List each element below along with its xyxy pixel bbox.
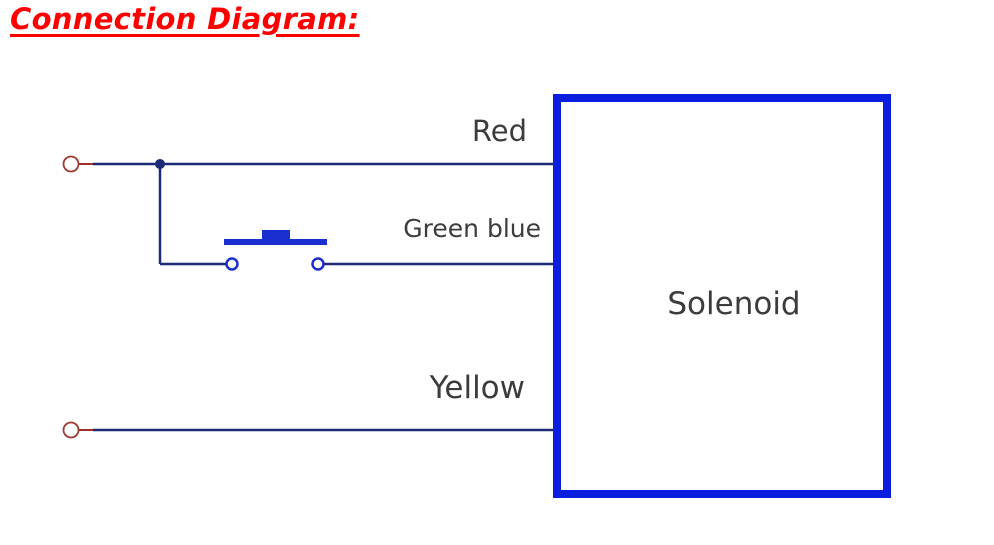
switch-bar <box>224 239 327 245</box>
switch-knob <box>262 230 290 241</box>
diagram-heading: Connection Diagram: <box>10 2 360 36</box>
yellow-input-terminal <box>62 421 80 439</box>
red-input-terminal <box>62 155 80 173</box>
solenoid-box <box>553 94 891 498</box>
switch-contact-left <box>225 257 239 271</box>
green-blue-wire-label: Green blue <box>403 214 541 243</box>
switch-contact-right <box>311 257 325 271</box>
red-wire-label: Red <box>472 114 527 148</box>
solenoid-label: Solenoid <box>667 286 800 322</box>
push-button-switch <box>224 230 327 271</box>
yellow-wire-label: Yellow <box>429 370 525 406</box>
